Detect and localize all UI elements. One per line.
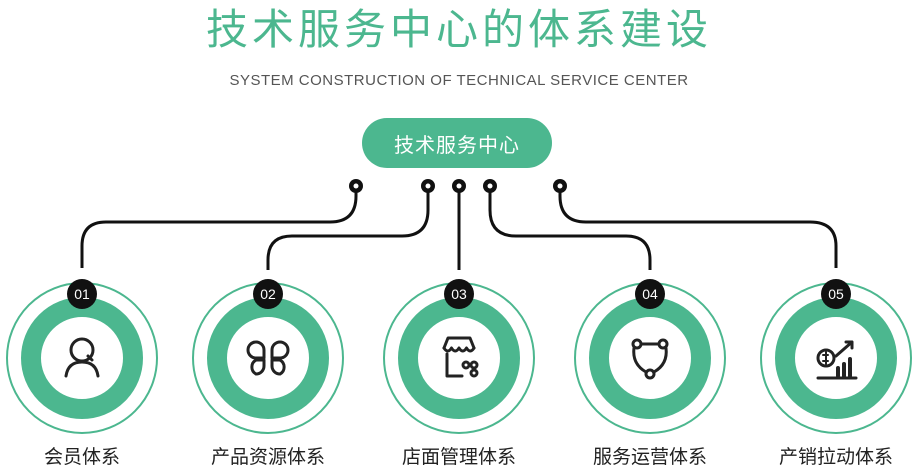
connector-line-05 [558, 186, 838, 268]
system-label-03: 店面管理体系 [401, 446, 516, 468]
grid-icon [246, 340, 290, 376]
system-label-05: 产销拉动体系 [778, 446, 893, 468]
system-node-02 [192, 279, 344, 434]
system-node-04 [574, 279, 726, 434]
connector-line-01 [80, 186, 358, 268]
system-number-02: 02 [260, 286, 276, 302]
connector-line-02 [266, 186, 430, 270]
system-label-02: 产品资源体系 [210, 446, 325, 468]
connector-line-04 [488, 186, 652, 270]
system-number-04: 04 [642, 286, 658, 302]
store-icon [442, 336, 479, 378]
system-label-01: 会员体系 [43, 446, 120, 468]
system-node-03 [383, 279, 535, 434]
cycle-icon [631, 338, 669, 380]
system-number-05: 05 [828, 286, 844, 302]
page-subtitle: SYSTEM CONSTRUCTION OF TECHNICAL SERVICE… [229, 72, 689, 89]
system-number-03: 03 [451, 286, 467, 302]
user-icon [64, 337, 100, 378]
center-node: 技术服务中心 [362, 118, 552, 168]
system-node-01 [6, 279, 158, 434]
system-number-01: 01 [74, 286, 90, 302]
system-label-04: 服务运营体系 [592, 446, 707, 468]
system-node-05 [760, 279, 912, 434]
growth-chart-icon [816, 340, 858, 380]
page-title: 技术服务中心的体系建设 [205, 5, 712, 54]
